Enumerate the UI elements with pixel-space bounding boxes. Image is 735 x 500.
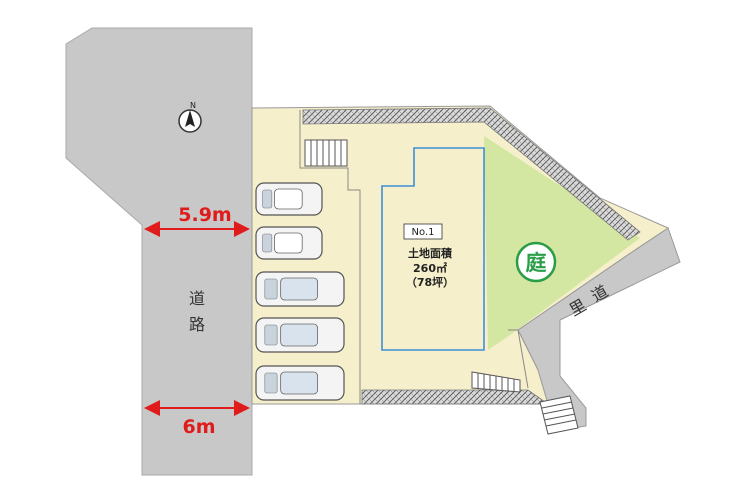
lot-area-label: 土地面積 (408, 246, 453, 260)
lot-area-tsubo: （78坪） (406, 276, 454, 289)
lot-inner-edge-right (508, 329, 529, 389)
main-road-label-2: 路 (189, 315, 205, 334)
stairs-bottom (471, 371, 521, 393)
building-footprint (381, 147, 485, 351)
parked-car-icon (255, 317, 345, 353)
main-road-label-1: 道 (189, 289, 205, 308)
parking-cars (255, 182, 345, 401)
dimension-bottom-label: 6m (182, 416, 215, 438)
stairs-top (304, 139, 348, 167)
parked-car-icon (255, 182, 323, 216)
boundary-wall-top (302, 107, 641, 241)
north-label: N (190, 101, 196, 110)
main-road (65, 27, 253, 476)
lot-inner-edge (299, 110, 361, 404)
stairs-side-road (539, 395, 579, 435)
north-compass-icon (178, 109, 202, 133)
parked-car-icon (255, 271, 345, 307)
parked-car-icon (255, 365, 345, 401)
lot-area-sqm: 260㎡ (413, 261, 447, 275)
lot-number: No.1 (412, 227, 435, 238)
dimension-top-label: 5.9m (178, 204, 231, 226)
parked-car-icon (255, 226, 323, 260)
lot-number-box (403, 223, 443, 240)
garden-area (484, 136, 640, 350)
garden-label: 庭 (526, 251, 547, 275)
garden-badge (515, 241, 557, 283)
